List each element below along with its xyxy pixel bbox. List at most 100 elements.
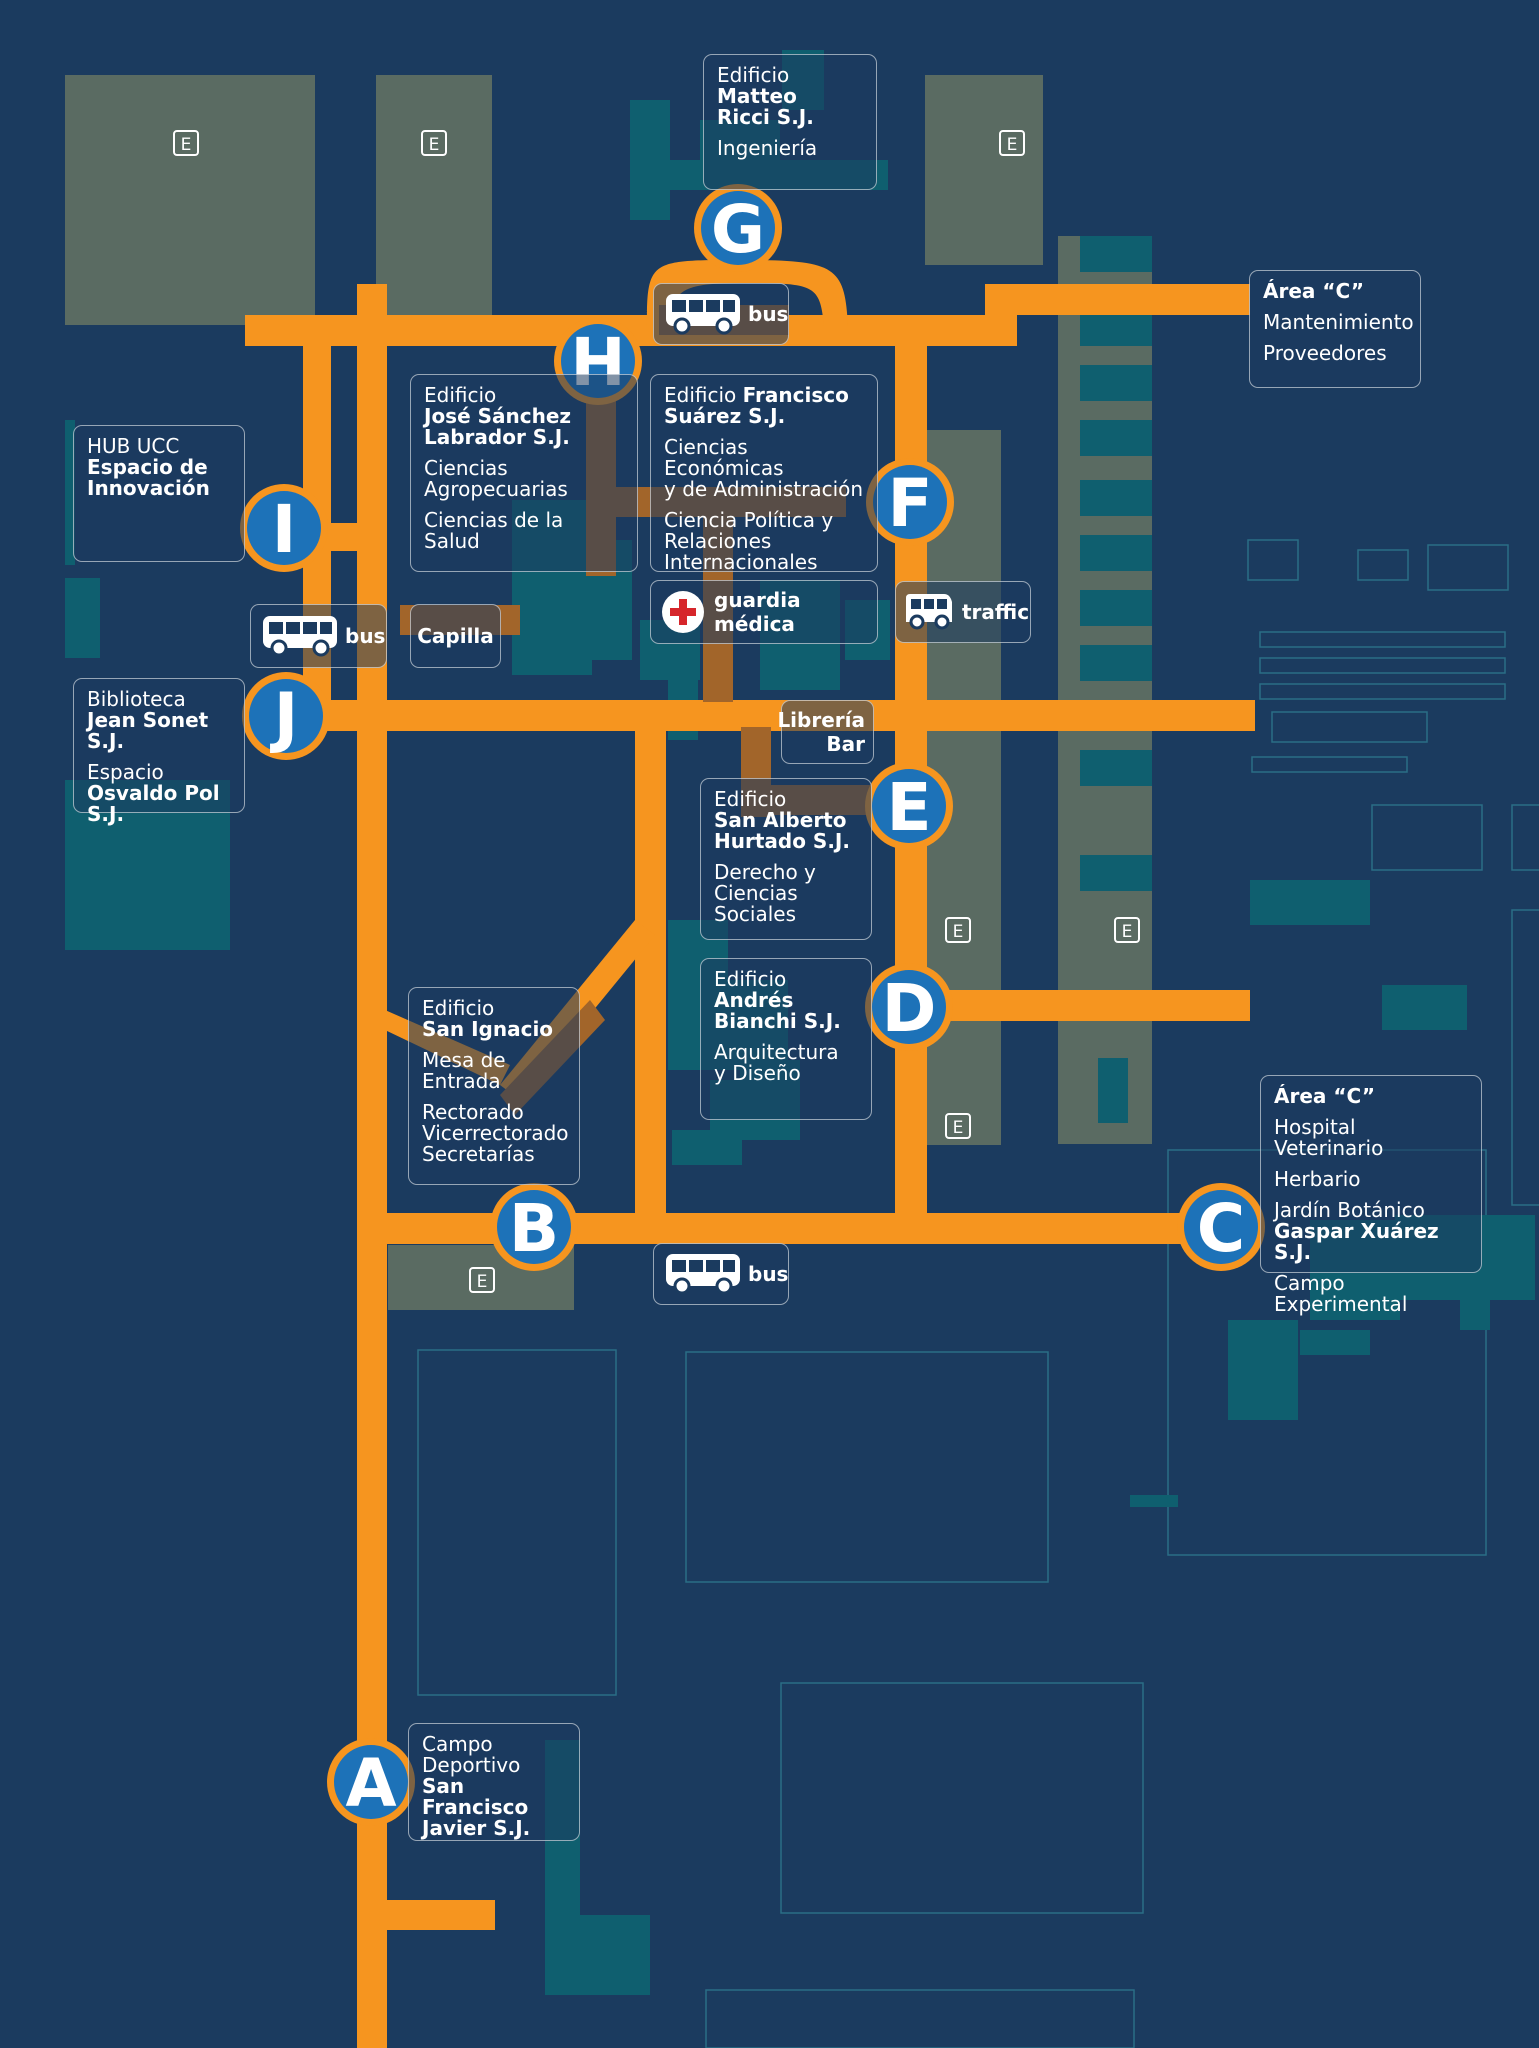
building-label-ignacio[interactable]: Edificio San Ignacio Mesa de Entrada Rec…: [408, 987, 580, 1185]
svg-text:D: D: [882, 970, 937, 1047]
label-line: Mantenimiento: [1263, 310, 1414, 334]
label-line: Derecho y: [714, 860, 816, 884]
label-line: Ciencias: [714, 881, 798, 905]
label-line: Ingeniería: [717, 136, 818, 160]
label-line: Ciencias de la Salud: [424, 508, 564, 553]
label-line: y Diseño: [714, 1061, 801, 1085]
parking-icon: E: [173, 130, 199, 156]
bus-stop-top[interactable]: bus: [653, 283, 789, 345]
building-label-deportivo[interactable]: Campo Deportivo San Francisco Javier S.J…: [408, 1723, 580, 1841]
guardia-medica[interactable]: guardia médica: [650, 580, 878, 644]
parking-icon: E: [999, 130, 1025, 156]
label-line: Agropecuarias: [424, 477, 568, 501]
label-line: Bianchi S.J.: [714, 1009, 841, 1033]
label-text: Edificio: [664, 383, 737, 407]
label-line: Internacionales: [664, 550, 818, 574]
building-label-sanchez[interactable]: Edificio José Sánchez Labrador S.J. Cien…: [410, 374, 638, 572]
svg-text:E: E: [953, 1118, 964, 1138]
svg-text:C: C: [1197, 1190, 1245, 1267]
entrance-marker-b[interactable]: B: [490, 1183, 578, 1271]
building-label-suarez[interactable]: Edificio Francisco Suárez S.J. Ciencias …: [650, 374, 878, 574]
svg-text:E: E: [477, 1272, 488, 1292]
traffic-label: traffic: [962, 600, 1030, 624]
label-line: Ciencias: [424, 456, 508, 480]
biblioteca-label[interactable]: Biblioteca Jean Sonet S.J. Espacio Osval…: [73, 678, 245, 825]
label-line: Arquitectura: [714, 1040, 839, 1064]
bus-icon: [263, 616, 337, 657]
area-c-top-label[interactable]: Área “C” Mantenimiento Proveedores: [1249, 270, 1421, 388]
entrance-marker-d[interactable]: D: [865, 963, 953, 1051]
label-line: Rectorado: [422, 1100, 524, 1124]
label-line: Ciencias Económicas: [664, 435, 784, 480]
label-line: Ricci S.J.: [717, 105, 814, 129]
label-line: Campo Experimental: [1274, 1271, 1408, 1316]
building-label-bianchi[interactable]: Edificio Andrés Bianchi S.J. Arquitectur…: [700, 958, 872, 1120]
label-line: Osvaldo Pol S.J.: [87, 781, 220, 826]
parking-icon: E: [945, 917, 971, 943]
entrance-marker-j[interactable]: J: [242, 672, 330, 760]
svg-text:E: E: [1007, 135, 1018, 155]
bus-stop-left[interactable]: bus: [250, 604, 387, 668]
label-line: Sociales: [714, 902, 797, 926]
label-line: Espacio: [87, 760, 164, 784]
label-line: y de Administración: [664, 477, 864, 501]
svg-text:E: E: [953, 922, 964, 942]
label-line: José Sánchez: [424, 404, 572, 428]
label-line: Deportivo: [422, 1753, 521, 1777]
label-line: Herbario: [1274, 1167, 1361, 1191]
red-cross-icon: [662, 591, 704, 633]
label-line: Proveedores: [1263, 341, 1387, 365]
label-line: Mesa de: [422, 1048, 506, 1072]
entrance-markers: G H F I J E D B C A: [240, 184, 1265, 1826]
svg-text:I: I: [272, 491, 297, 568]
svg-text:E: E: [886, 769, 931, 846]
capilla-text: Capilla: [417, 624, 494, 648]
label-line: Entrada: [422, 1069, 501, 1093]
label-line: Edificio: [714, 787, 787, 811]
entrance-marker-g[interactable]: G: [694, 184, 782, 272]
label-line: Labrador S.J.: [424, 425, 570, 449]
entrance-marker-i[interactable]: I: [240, 484, 328, 572]
label-line: Andrés: [714, 988, 794, 1012]
entrance-marker-a[interactable]: A: [327, 1738, 415, 1826]
label-line: Hospital Veterinario: [1274, 1115, 1384, 1160]
label-line: Área “C”: [1263, 279, 1365, 303]
label-line: Secretarías: [422, 1142, 535, 1166]
parking-icon: E: [421, 130, 447, 156]
label-line: Jardín Botánico: [1274, 1198, 1425, 1222]
bus-label: bus: [748, 302, 789, 326]
svg-text:A: A: [345, 1745, 396, 1822]
label-line: Biblioteca: [87, 687, 186, 711]
svg-text:E: E: [1122, 922, 1133, 942]
area-c-right-label[interactable]: Área “C” Hospital Veterinario Herbario J…: [1260, 1075, 1482, 1315]
libreria-bar-label[interactable]: Librería Bar: [777, 700, 874, 764]
label-line: San Francisco: [422, 1774, 529, 1819]
entrance-marker-c[interactable]: C: [1177, 1183, 1265, 1271]
entrance-marker-f[interactable]: F: [866, 458, 954, 546]
hub-label[interactable]: HUB UCC Espacio de Innovación: [73, 425, 245, 562]
label-line: San Alberto: [714, 808, 847, 832]
label-line: Gaspar Xuárez S.J.: [1274, 1219, 1439, 1264]
bus-icon: [666, 1254, 740, 1295]
label-line: Edificio: [717, 63, 790, 87]
label-line: Área “C”: [1274, 1084, 1376, 1108]
label-line: Vicerrectorado: [422, 1121, 569, 1145]
capilla-label[interactable]: Capilla: [410, 604, 501, 668]
building-label-ricci[interactable]: Edificio Matteo Ricci S.J. Ingeniería: [703, 54, 877, 190]
label-line: HUB UCC: [87, 434, 180, 458]
label-line: Campo: [422, 1732, 493, 1756]
label-line: Edificio: [424, 383, 497, 407]
building-label-hurtado[interactable]: Edificio San Alberto Hurtado S.J. Derech…: [700, 778, 872, 940]
bus-stop-bottom[interactable]: bus: [653, 1243, 789, 1305]
bus-label: bus: [345, 624, 386, 648]
svg-text:G: G: [711, 191, 765, 268]
label-line: San Ignacio: [422, 1017, 554, 1041]
bus-label: bus: [748, 1262, 789, 1286]
label-line: Espacio de: [87, 455, 208, 479]
label-line: Edificio: [422, 996, 495, 1020]
svg-text:J: J: [270, 679, 299, 756]
entrance-marker-e[interactable]: E: [865, 762, 953, 850]
parking-icon: E: [469, 1267, 495, 1293]
label-line: Innovación: [87, 476, 210, 500]
traffic-stop[interactable]: traffic: [895, 581, 1031, 643]
